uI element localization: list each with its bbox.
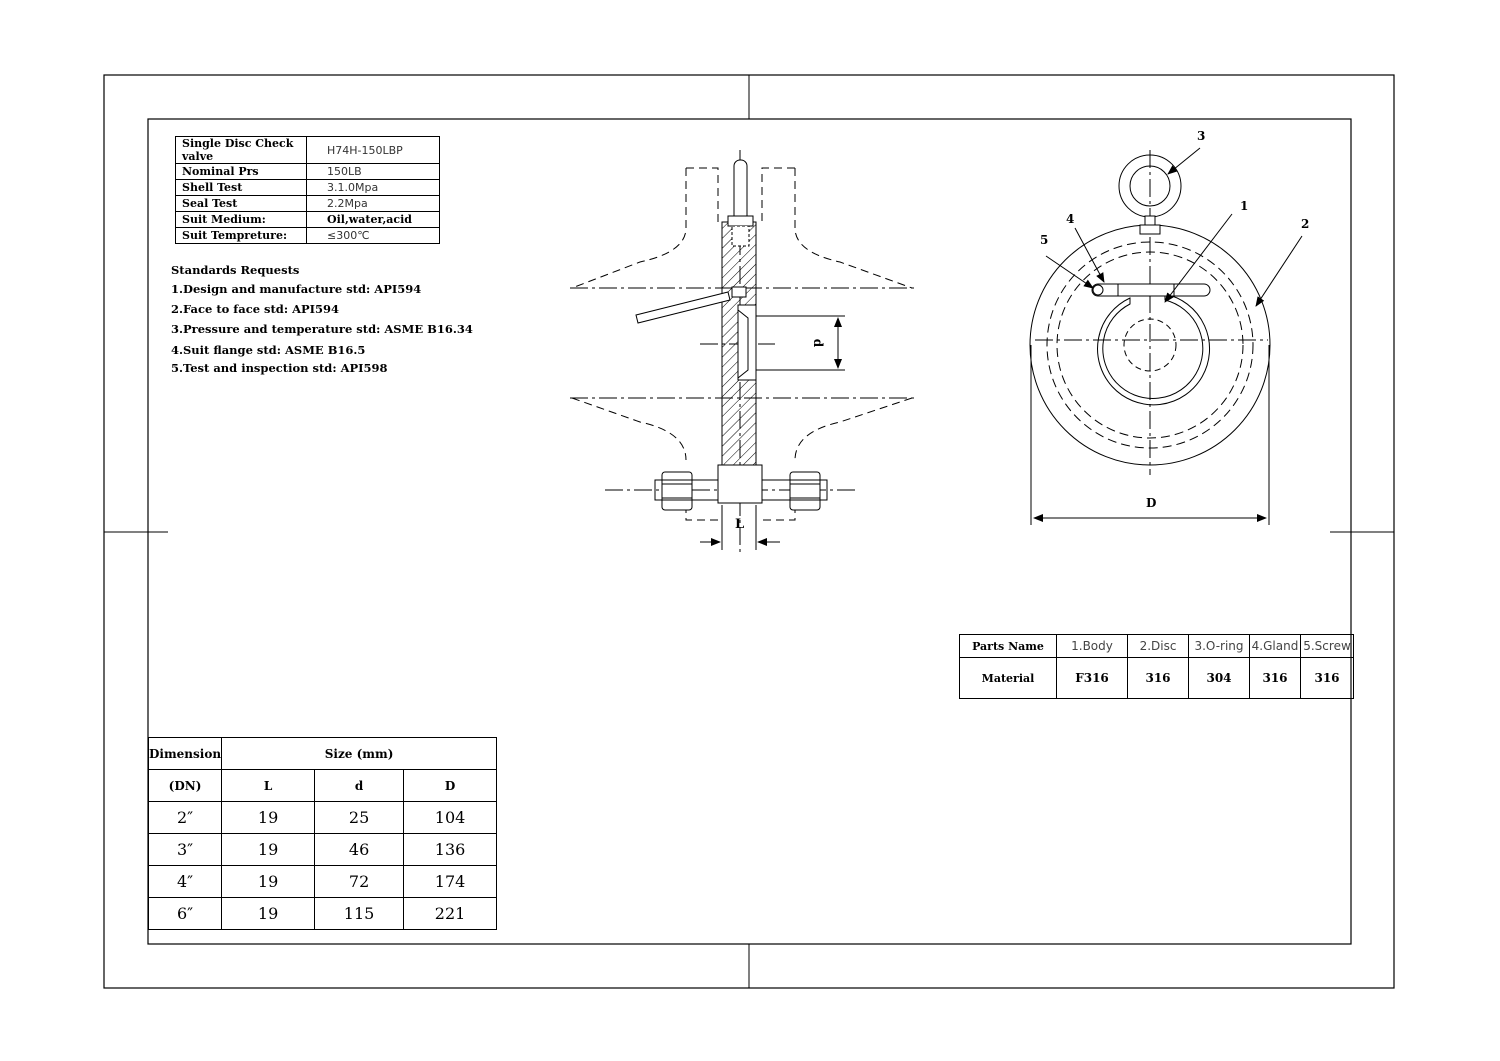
dimension-d-label: d [811,338,826,348]
part-name: 1.Body [1056,634,1128,658]
callout-5: 5 [1040,233,1049,247]
spec-label: Shell Test [175,179,307,196]
part-name: 3.O-ring [1188,634,1250,658]
D-cell: 136 [403,833,498,866]
table-row: 3″ 19 46 136 [147,833,498,866]
spec-value: 3.1.0Mpa [306,179,440,196]
dimension-subheader-row: (DN) L d D [147,769,498,802]
dn-cell: 3″ [147,833,223,866]
dimension-header-row: Dimension Size (mm) [147,737,498,770]
standards-item: 4.Suit flange std: ASME B16.5 [171,343,366,357]
material-value: 304 [1188,657,1250,699]
D-cell: 104 [403,801,498,834]
dimension-table: Dimension Size (mm) (DN) L d D 2″ 19 25 … [147,737,498,930]
dn-cell: 6″ [147,897,223,930]
table-row: 4″ 19 72 174 [147,865,498,898]
spec-label: Nominal Prs [175,163,307,180]
parts-name-label: Parts Name [959,634,1057,658]
callout-4: 4 [1066,212,1075,226]
dn-subheader: (DN) [147,769,223,802]
spec-label: Single Disc Check valve [175,136,307,164]
dimension-L-label: L [735,517,745,532]
spec-value: 150LB [306,163,440,180]
d-cell: 115 [314,897,405,930]
spec-value: 2.2Mpa [306,195,440,212]
spec-label: Suit Medium: [175,211,307,228]
column-header-d: d [314,769,405,802]
material-value: 316 [1249,657,1301,699]
standards-item: 2.Face to face std: API594 [171,302,340,316]
dimension-D-label: D [1146,496,1157,510]
callout-1: 1 [1240,199,1249,213]
standards-item: 5.Test and inspection std: API598 [171,361,388,375]
part-name: 5.Screw [1300,634,1354,658]
L-cell: 19 [221,801,316,834]
L-cell: 19 [221,833,316,866]
L-cell: 19 [221,897,316,930]
callout-2: 2 [1301,217,1310,231]
spec-label: Suit Tempreture: [175,227,307,244]
material-value: 316 [1127,657,1189,699]
d-cell: 46 [314,833,405,866]
standards-item: 3.Pressure and temperature std: ASME B16… [171,322,473,336]
materials-table: Parts Name 1.Body 2.Disc 3.O-ring 4.Glan… [959,634,1354,699]
size-header: Size (mm) [221,737,498,770]
L-cell: 19 [221,865,316,898]
callout-4-leader [1074,227,1105,283]
column-header-D: D [403,769,498,802]
D-cell: 174 [403,865,498,898]
spec-row: Suit Tempreture:≤300℃ [175,227,440,244]
D-cell: 221 [403,897,498,930]
column-header-L: L [221,769,316,802]
spec-row: Suit Medium:Oil,water,acid [175,211,440,228]
table-row: 2″ 19 25 104 [147,801,498,834]
dn-cell: 2″ [147,801,223,834]
d-cell: 25 [314,801,405,834]
part-name: 4.Gland [1249,634,1301,658]
materials-header-row: Parts Name 1.Body 2.Disc 3.O-ring 4.Glan… [959,634,1354,658]
table-row: 6″ 19 115 221 [147,897,498,930]
standards-heading: Standards Requests [171,263,300,277]
callout-2-leader [1255,235,1303,307]
material-label: Material [959,657,1057,699]
callout-3-leader [1167,147,1201,175]
dimension-col-header: Dimension [147,737,223,770]
spec-value: H74H-150LBP [306,136,440,164]
part-name: 2.Disc [1127,634,1189,658]
material-value: 316 [1300,657,1354,699]
section-view [570,150,915,555]
front-view [1029,147,1303,525]
standards-item: 1.Design and manufacture std: API594 [171,282,422,296]
d-cell: 72 [314,865,405,898]
material-value: F316 [1056,657,1128,699]
callout-5-leader [1045,255,1094,289]
callout-3: 3 [1197,129,1206,143]
dn-cell: 4″ [147,865,223,898]
callout-1-leader [1164,213,1233,303]
spec-value: ≤300℃ [306,227,440,244]
spec-value: Oil,water,acid [306,211,440,228]
materials-row: Material F316 316 304 316 316 [959,657,1354,699]
spec-label: Seal Test [175,195,307,212]
